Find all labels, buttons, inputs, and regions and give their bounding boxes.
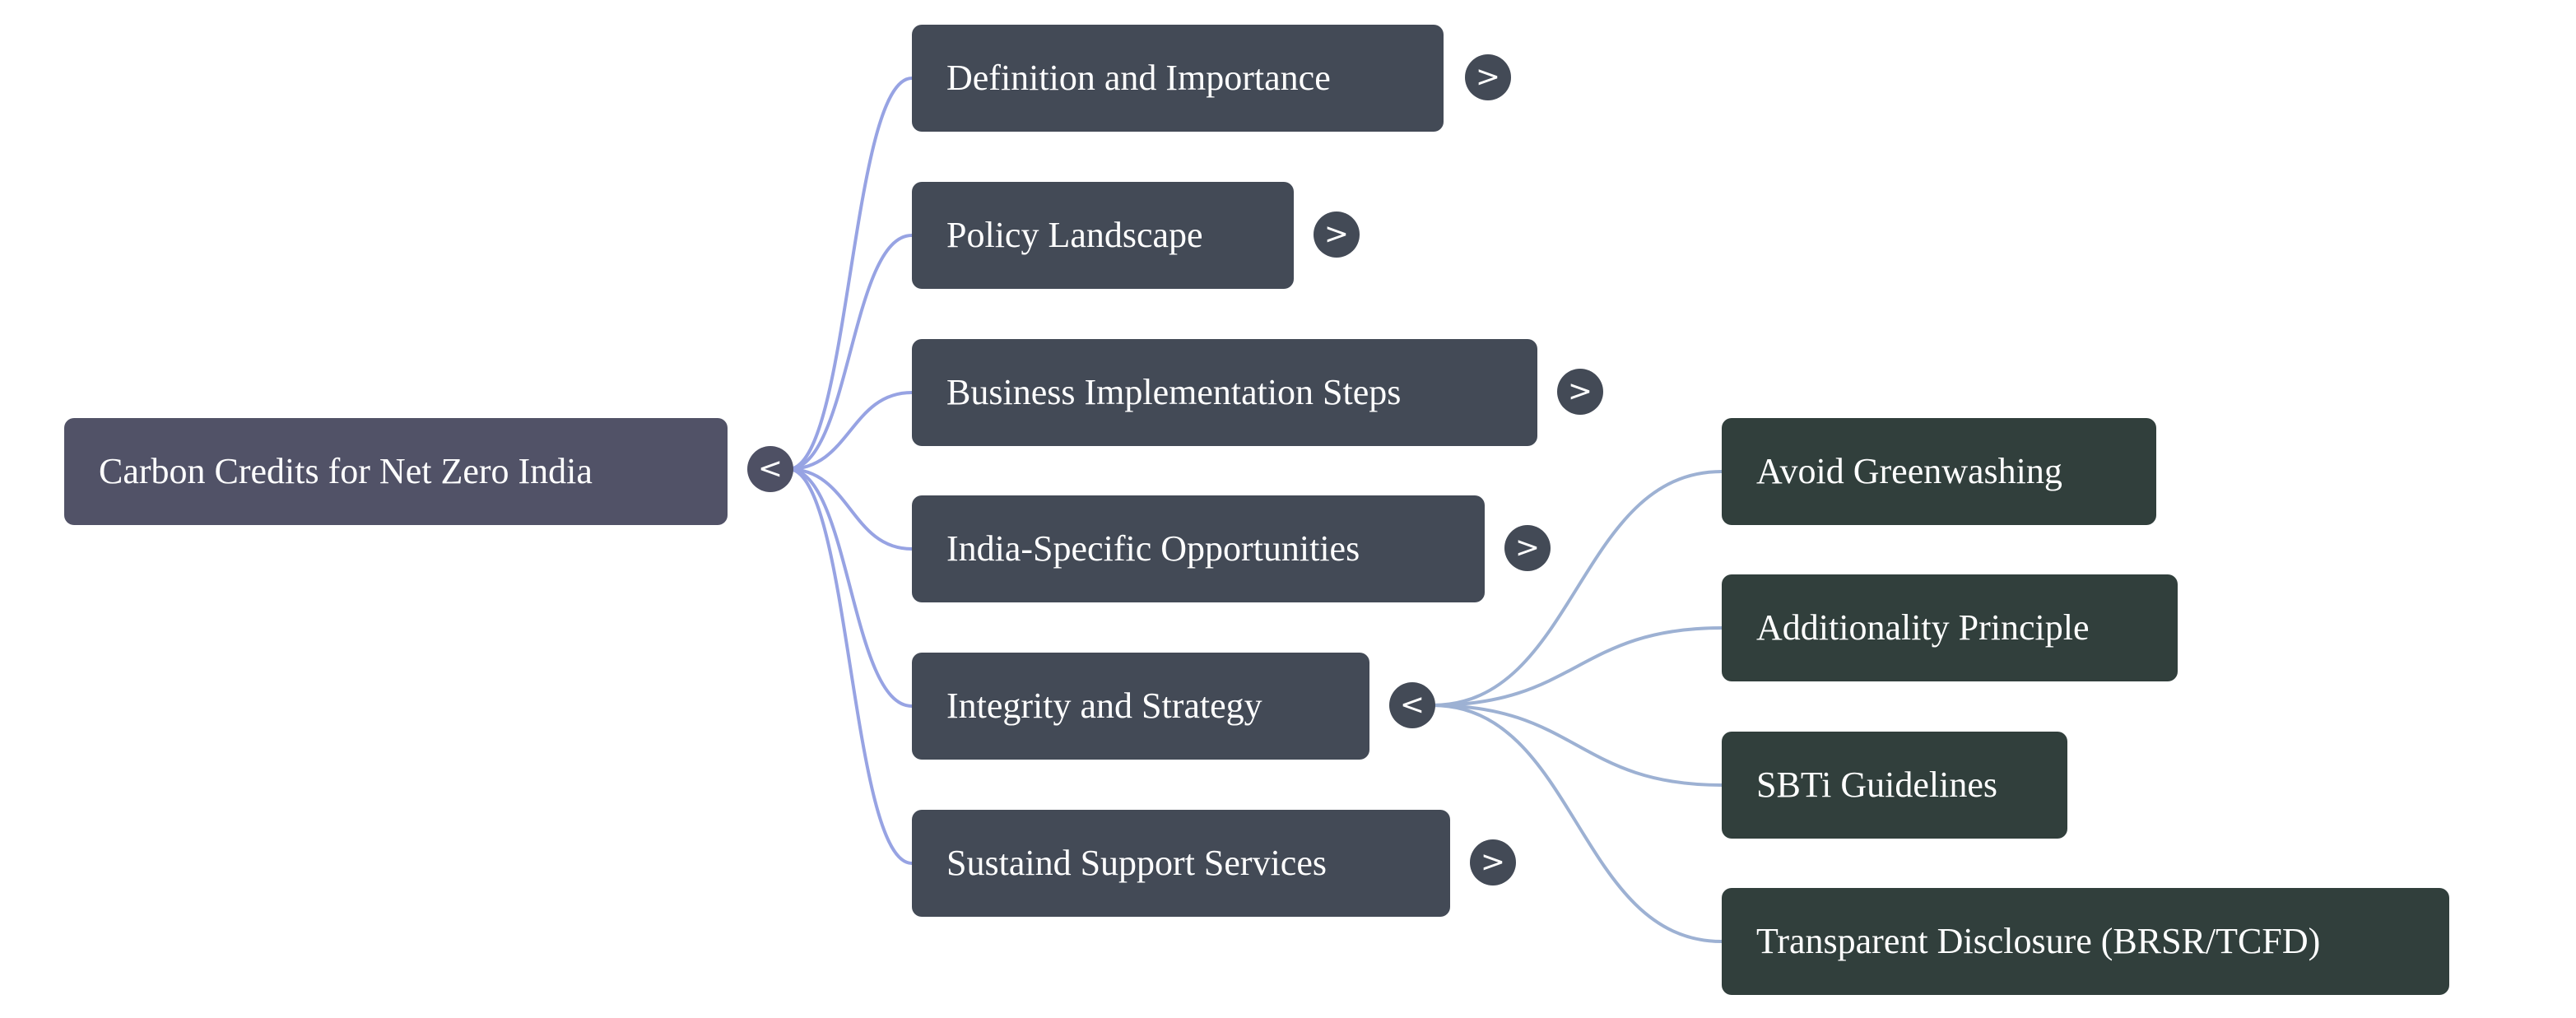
root-branch-connector (788, 467, 913, 551)
child-label: SBTi Guidelines (1756, 765, 1998, 805)
branch-policy-landscape[interactable]: Policy Landscape (912, 182, 1294, 289)
root-branch-connector (788, 234, 913, 471)
integrity-child-connector (1431, 470, 1723, 707)
child-sbti-guidelines[interactable]: SBTi Guidelines (1722, 732, 2067, 839)
root-node[interactable]: Carbon Credits for Net Zero India (64, 418, 728, 525)
branch-label: Business Implementation Steps (946, 372, 1402, 412)
root-branch-connector (788, 467, 913, 865)
expand-toggle-india[interactable]: > (1504, 525, 1551, 571)
branch-integrity-and-strategy[interactable]: Integrity and Strategy (912, 653, 1369, 760)
child-label: Additionality Principle (1756, 607, 2090, 648)
branch-india-specific-opportunities[interactable]: India-Specific Opportunities (912, 495, 1485, 602)
child-avoid-greenwashing[interactable]: Avoid Greenwashing (1722, 418, 2156, 525)
root-collapse-toggle[interactable]: < (747, 446, 793, 492)
branch-label: Integrity and Strategy (946, 686, 1262, 726)
integrity-child-connector (1431, 704, 1723, 943)
branch-label: Definition and Importance (946, 58, 1331, 98)
expand-toggle-business[interactable]: > (1557, 369, 1603, 415)
branch-label: Policy Landscape (946, 215, 1203, 255)
root-node-label: Carbon Credits for Net Zero India (99, 451, 593, 491)
child-label: Avoid Greenwashing (1756, 451, 2062, 491)
root-branch-connector (788, 467, 913, 708)
expand-toggle-support[interactable]: > (1470, 839, 1516, 886)
branch-sustaind-support-services[interactable]: Sustaind Support Services (912, 810, 1450, 917)
child-transparent-disclosure[interactable]: Transparent Disclosure (BRSR/TCFD) (1722, 888, 2449, 995)
branch-business-implementation-steps[interactable]: Business Implementation Steps (912, 339, 1537, 446)
child-label: Transparent Disclosure (BRSR/TCFD) (1756, 921, 2321, 961)
integrity-child-connector (1431, 626, 1723, 707)
branch-label: Sustaind Support Services (946, 843, 1327, 883)
branch-label: India-Specific Opportunities (946, 528, 1360, 569)
expand-toggle-definition[interactable]: > (1465, 54, 1511, 100)
collapse-toggle-integrity[interactable]: < (1389, 682, 1435, 728)
root-branch-connector (788, 77, 913, 471)
root-branch-connector (788, 391, 913, 471)
branch-definition-and-importance[interactable]: Definition and Importance (912, 25, 1444, 132)
expand-toggle-policy[interactable]: > (1314, 212, 1360, 258)
child-additionality-principle[interactable]: Additionality Principle (1722, 574, 2178, 681)
integrity-child-connector (1431, 704, 1723, 787)
